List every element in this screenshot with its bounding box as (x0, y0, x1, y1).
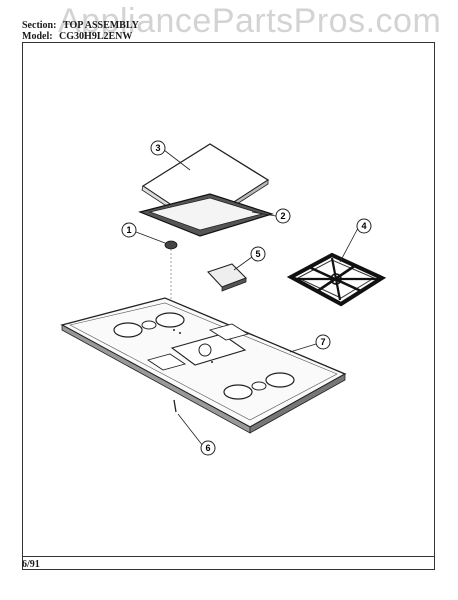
model-label: Model: (22, 31, 53, 42)
section-value: TOP ASSEMBLY (62, 20, 139, 31)
part-2-trim-frame (138, 193, 275, 237)
callout-6-label: 6 (205, 443, 210, 453)
callout-4: 4 (356, 218, 372, 234)
callout-5: 5 (250, 246, 266, 262)
callout-3: 3 (150, 140, 166, 156)
callout-4-label: 4 (361, 221, 366, 231)
callout-leaders (135, 149, 359, 447)
callout-3-label: 3 (155, 143, 160, 153)
callout-2-label: 2 (280, 211, 285, 221)
footer-date: 6/91 (22, 559, 40, 570)
callout-7: 7 (315, 334, 331, 350)
section-label: Section: (22, 20, 57, 31)
part-6-screw (173, 399, 177, 413)
callout-1-label: 1 (126, 225, 131, 235)
part-5-bracket (207, 263, 247, 292)
callout-7-label: 7 (320, 337, 325, 347)
callout-2: 2 (275, 208, 291, 224)
callout-1: 1 (121, 222, 137, 238)
model-value: CG30H9L2ENW (59, 31, 133, 42)
callout-5-label: 5 (255, 249, 260, 259)
diagram-frame (22, 42, 435, 570)
footer-divider (22, 556, 435, 557)
header: Section: TOP ASSEMBLY Model: CG30H9L2ENW (22, 20, 139, 42)
callout-6: 6 (200, 440, 216, 456)
part-7-cooktop-panel (60, 297, 347, 434)
part-4-burner-grate (286, 252, 387, 307)
part-1-clip (164, 240, 178, 300)
